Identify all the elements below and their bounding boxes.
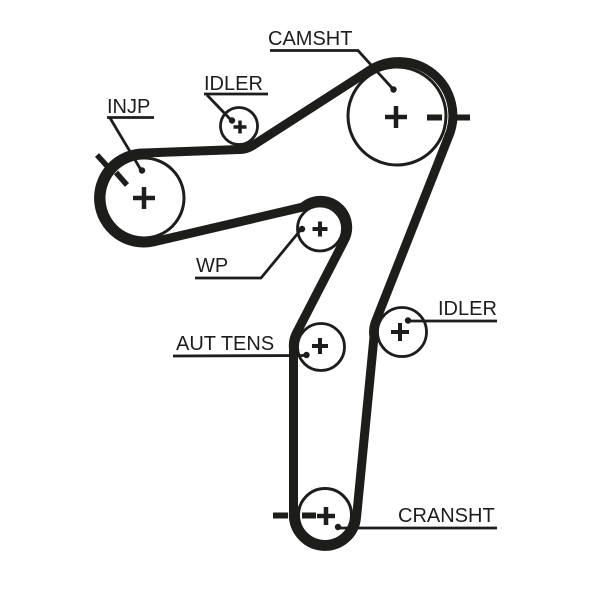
label-idler-right: IDLER <box>438 298 497 320</box>
wp-leader-dot <box>298 225 306 233</box>
wp-center-cross-icon <box>312 221 328 237</box>
label-cransht: CRANSHT <box>398 505 495 527</box>
idler-top-label-leader <box>205 94 233 121</box>
aut-tens-leader-dot <box>303 351 310 359</box>
wp-label-leader <box>195 228 303 280</box>
camsht-label-leader <box>270 49 395 90</box>
injp-center-cross-icon <box>133 187 155 209</box>
camsht-leader-dot <box>390 86 397 93</box>
idler-top-leader-dot <box>228 117 236 124</box>
aut-tens-label-leader <box>172 354 307 358</box>
injp-timing-mark-dash-icon <box>94 153 110 168</box>
cransht-center-cross-icon <box>317 507 335 525</box>
injp-timing-mark-dash-icon <box>113 170 130 187</box>
idler-top-center-cross-icon <box>233 120 247 134</box>
label-camsht: CAMSHT <box>268 28 352 50</box>
label-injp: INJP <box>107 96 150 118</box>
label-wp: WP <box>196 255 228 277</box>
injp-leader-dot <box>138 167 146 174</box>
cransht-leader-dot <box>334 523 342 531</box>
camsht-center-cross-icon <box>385 106 407 128</box>
label-aut-tens: AUT TENS <box>176 333 274 355</box>
injp-label-leader <box>108 117 143 171</box>
timing-belt <box>94 57 458 551</box>
idler-right-center-cross-icon <box>391 323 409 341</box>
label-idler-top: IDLER <box>204 73 263 95</box>
aut-tens-center-cross-icon <box>312 338 328 354</box>
idler-right-leader-dot <box>404 317 412 324</box>
